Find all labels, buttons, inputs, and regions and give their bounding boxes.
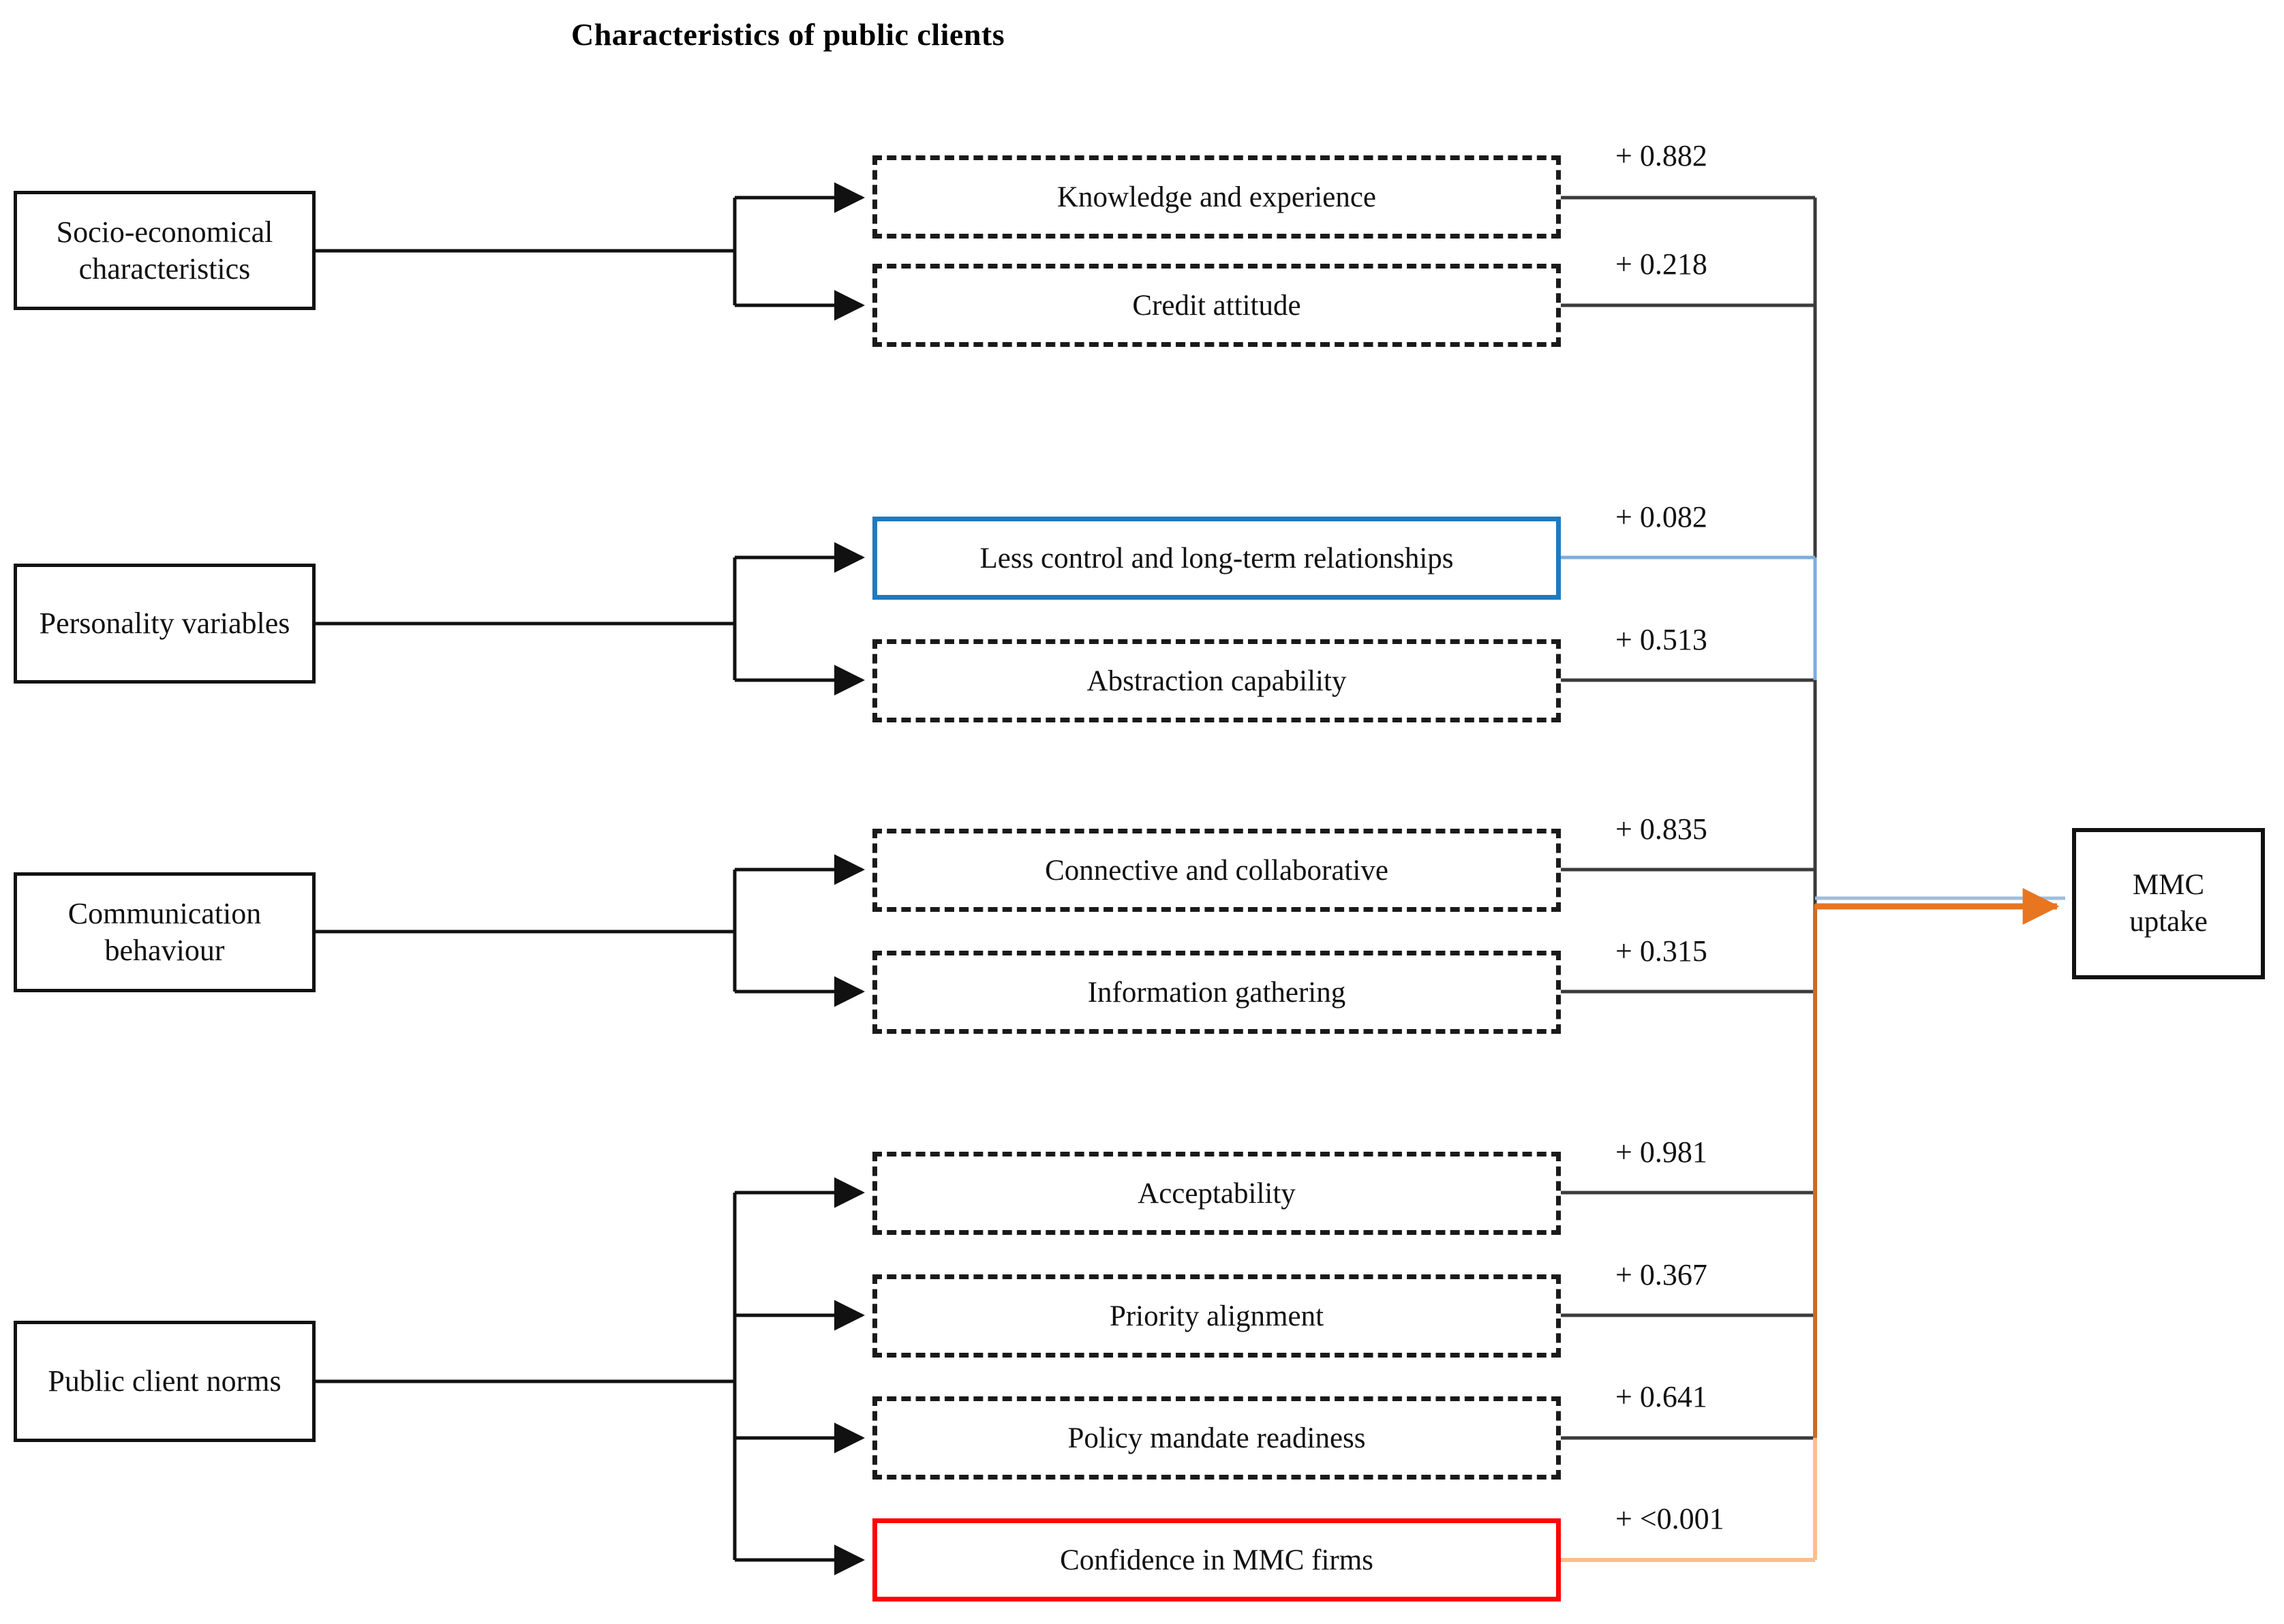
group-box-personality-variables[interactable]: Personality variables <box>14 564 316 684</box>
factor-label: Acceptability <box>1138 1177 1296 1210</box>
factor-box-confidence-in-mmc-firms[interactable]: Confidence in MMC firms <box>872 1518 1561 1602</box>
factor-label: Connective and collaborative <box>1045 854 1388 887</box>
factor-label: Information gathering <box>1087 976 1346 1009</box>
coefficient-policy-mandate-readiness: + 0.641 <box>1615 1380 1707 1413</box>
group-box-public-client-norms[interactable]: Public client norms <box>14 1321 316 1442</box>
factor-label: Priority alignment <box>1109 1300 1324 1332</box>
factor-label: Knowledge and experience <box>1056 181 1376 213</box>
group-label: Personality variables <box>39 607 290 641</box>
page-title: Characteristics of public clients <box>571 17 1005 52</box>
outcome-label-line1: MMC <box>2132 869 2205 902</box>
coefficient-acceptability: + 0.981 <box>1615 1135 1707 1169</box>
factor-label: Policy mandate readiness <box>1067 1422 1366 1454</box>
outcome-label-line2: uptake <box>2129 906 2208 938</box>
coefficient-information-gathering: + 0.315 <box>1615 934 1707 968</box>
factor-box-less-control-and-long-term-relationships[interactable]: Less control and long-term relationships <box>872 517 1561 600</box>
factor-box-priority-alignment[interactable]: Priority alignment <box>872 1274 1561 1358</box>
coefficient-priority-alignment: + 0.367 <box>1615 1258 1707 1291</box>
group-box-socio-economical-characteristics[interactable]: Socio-economical characteristics <box>14 191 316 310</box>
factor-box-acceptability[interactable]: Acceptability <box>872 1152 1561 1235</box>
factor-box-abstraction-capability[interactable]: Abstraction capability <box>872 639 1561 722</box>
coefficient-credit-attitude: + 0.218 <box>1615 247 1707 281</box>
group-label: Public client norms <box>48 1364 281 1398</box>
coefficient-abstraction-capability: + 0.513 <box>1615 623 1707 656</box>
outcome-box-mmc-uptake[interactable]: MMC uptake <box>2072 828 2265 979</box>
factor-box-policy-mandate-readiness[interactable]: Policy mandate readiness <box>872 1396 1561 1480</box>
group-label-line1: Socio-economical <box>56 215 273 249</box>
group-label-line2: characteristics <box>78 251 251 286</box>
coefficient-confidence-in-mmc-firms: + <0.001 <box>1615 1502 1724 1535</box>
factor-box-information-gathering[interactable]: Information gathering <box>872 951 1561 1034</box>
group-box-communication-behaviour[interactable]: Communication behaviour <box>14 872 316 992</box>
factor-box-credit-attitude[interactable]: Credit attitude <box>872 264 1561 347</box>
group-label: Communication behaviour <box>67 897 262 967</box>
factor-box-knowledge-and-experience[interactable]: Knowledge and experience <box>872 155 1561 239</box>
factor-label: Abstraction capability <box>1086 664 1347 697</box>
coefficient-less-control-and-long-term-relationships: + 0.082 <box>1615 500 1707 534</box>
factor-label: Confidence in MMC firms <box>1060 1544 1373 1576</box>
factor-label: Credit attitude <box>1132 289 1301 322</box>
factor-box-connective-and-collaborative[interactable]: Connective and collaborative <box>872 829 1561 912</box>
factor-label: Less control and long-term relationships <box>979 542 1454 574</box>
coefficient-knowledge-and-experience: + 0.882 <box>1615 139 1707 172</box>
coefficient-connective-and-collaborative: + 0.835 <box>1615 812 1707 846</box>
